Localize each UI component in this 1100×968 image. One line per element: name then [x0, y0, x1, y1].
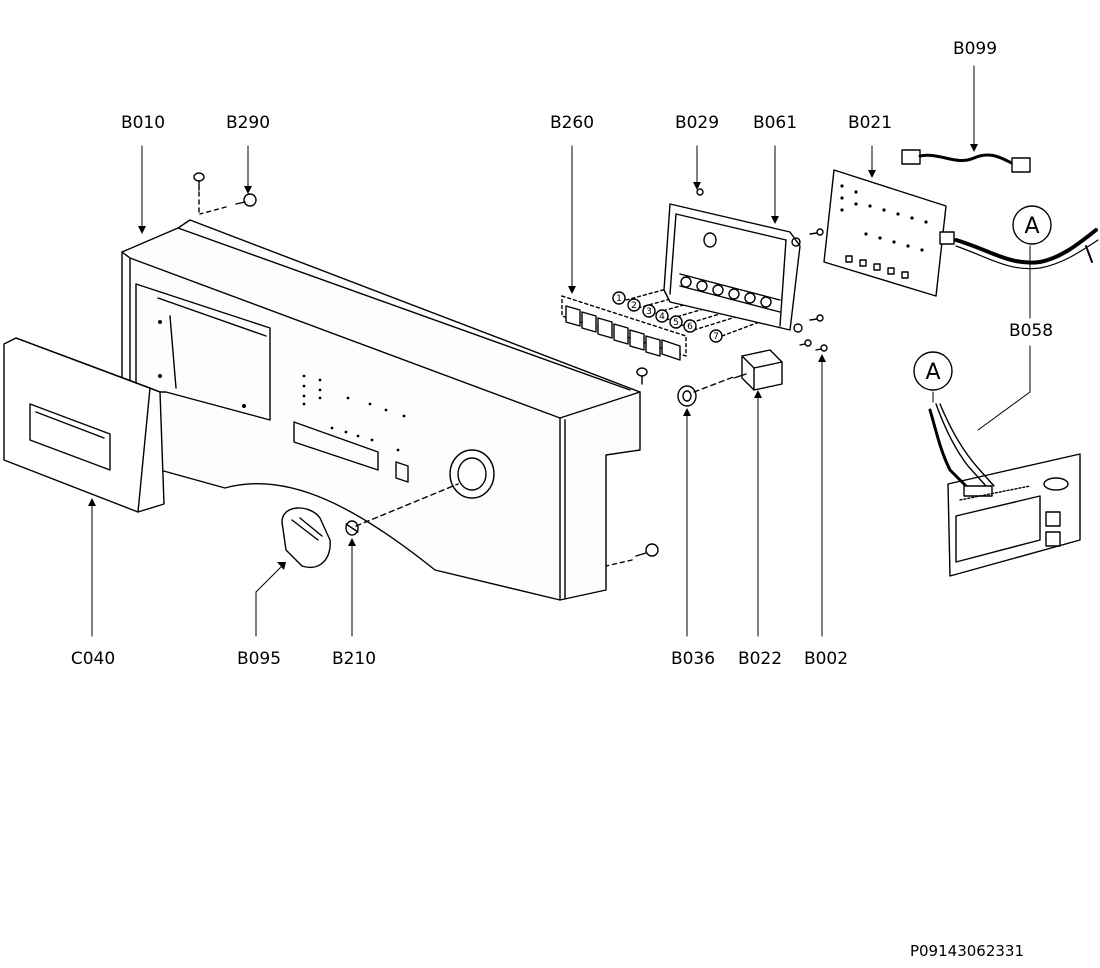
label-b036: B036: [671, 649, 715, 669]
callout-letter-bottom: A: [925, 360, 940, 385]
key-support-frame: [663, 203, 803, 333]
key-number-1: 1: [616, 294, 622, 304]
label-b099: B099: [953, 39, 997, 59]
label-b095: B095: [237, 649, 281, 669]
panel-indicator-dots: [158, 320, 406, 452]
key-number-4: 4: [659, 312, 665, 322]
connecting-cable: [901, 149, 1031, 173]
callout-circle-bottom: [913, 351, 953, 391]
label-b061: B061: [753, 113, 797, 133]
label-b002: B002: [804, 649, 848, 669]
key-number-5: 5: [673, 318, 679, 328]
program-knob: [281, 507, 331, 569]
label-b210: B210: [332, 649, 376, 669]
label-b029: B029: [675, 113, 719, 133]
main-control-board: [928, 403, 1081, 577]
key-number-2: 2: [631, 301, 637, 311]
callout-circle-top: [1012, 205, 1052, 245]
label-c040: C040: [71, 649, 115, 669]
key-number-badges: [612, 291, 723, 343]
label-b290: B290: [226, 113, 270, 133]
switch-axis-line: [693, 375, 737, 393]
document-code: P09143062331: [910, 942, 1024, 960]
knob-spindle: [345, 520, 359, 536]
leader-arrowheads: [88, 144, 978, 570]
label-b260: B260: [550, 113, 594, 133]
label-b058: B058: [1009, 321, 1053, 341]
knob-axis-line: [355, 483, 459, 527]
key-number-7: 7: [713, 332, 719, 342]
screws: [193, 172, 828, 557]
detergent-drawer-handle: [3, 337, 165, 513]
screw-axis-lines: [198, 191, 633, 567]
label-b021: B021: [848, 113, 892, 133]
key-number-3: 3: [646, 307, 652, 317]
part-labels: B010 B290 B260 B029 B061 B021 B099 B058 …: [71, 39, 1053, 960]
display-pcb: [823, 169, 955, 297]
callout-letter-top: A: [1024, 214, 1039, 239]
bushing: [677, 385, 697, 407]
key-buttons-set: [561, 295, 687, 361]
control-panel-housing: [121, 219, 641, 601]
leader-lines: [91, 65, 1031, 637]
key-number-6: 6: [687, 322, 693, 332]
selector-switch: [733, 349, 783, 391]
label-b010: B010: [121, 113, 165, 133]
wiring-harness: [954, 228, 1099, 270]
label-b022: B022: [738, 649, 782, 669]
